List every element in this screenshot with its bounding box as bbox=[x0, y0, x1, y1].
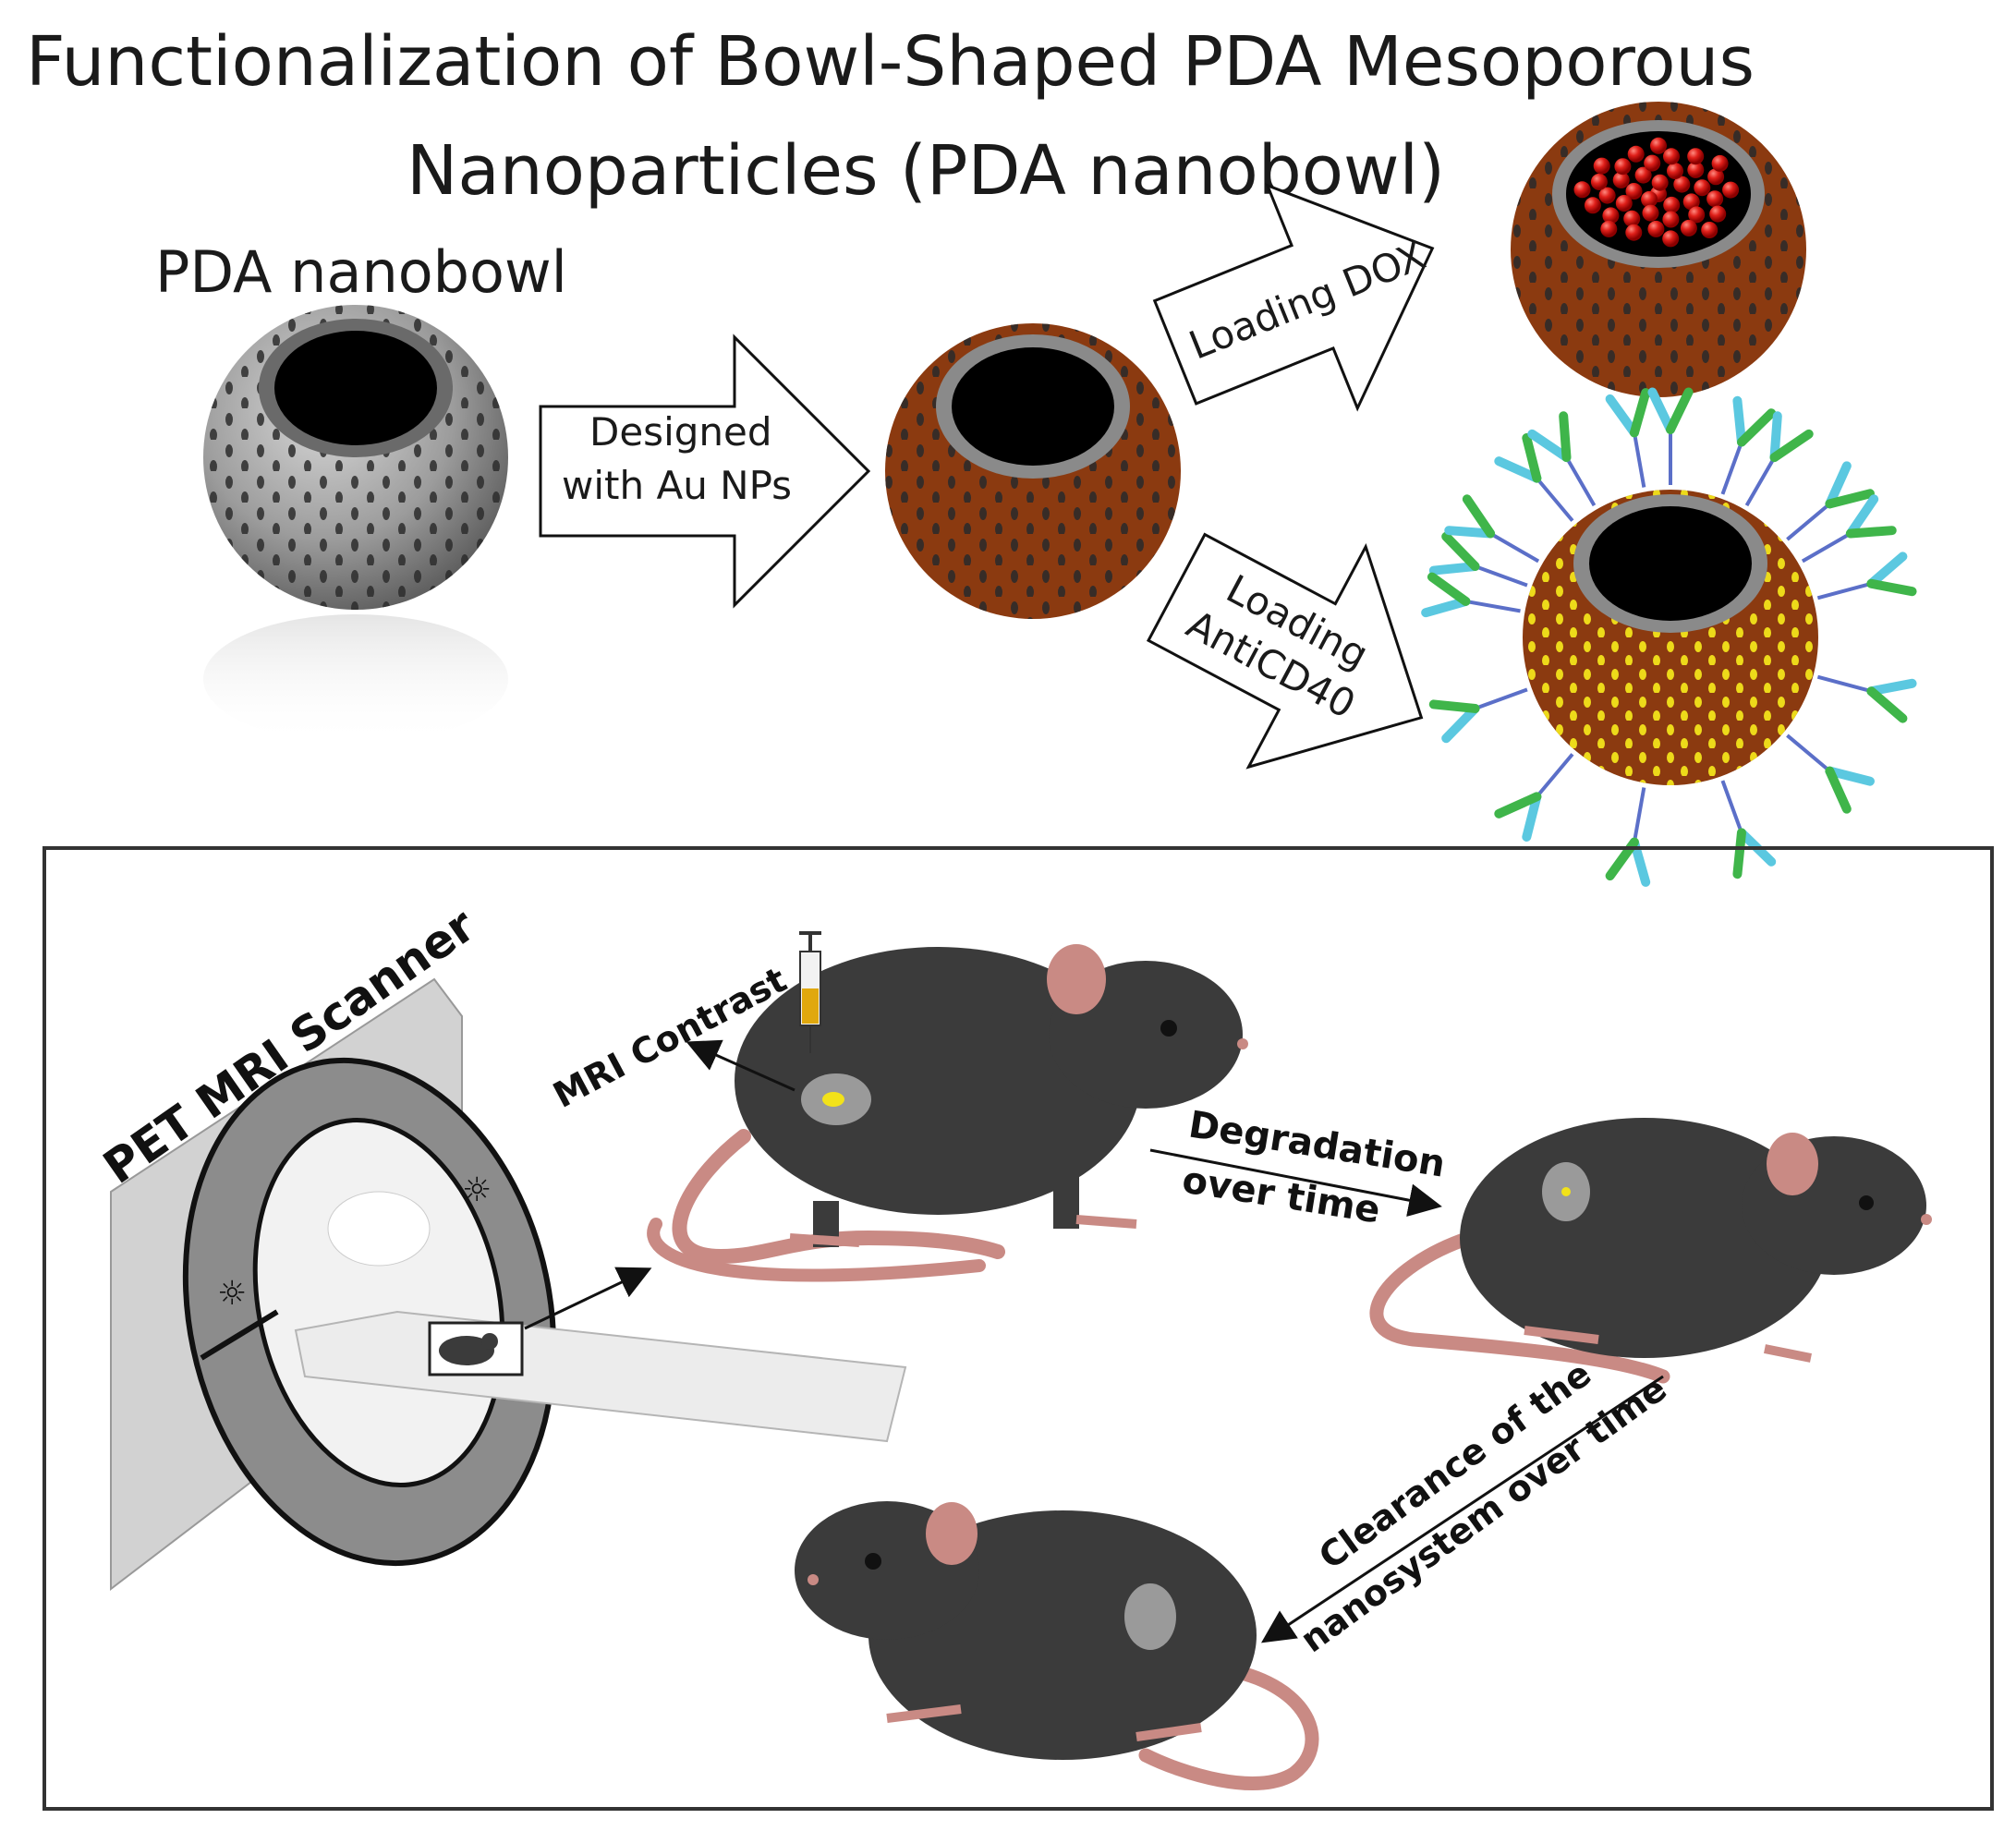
scanner-light-icon-2: ☼ bbox=[462, 1171, 492, 1209]
dox-molecule bbox=[1573, 181, 1591, 199]
degradation-arrow bbox=[1149, 1148, 1442, 1217]
arrow-loading-anticd40: Loading AntiCD40 bbox=[1146, 532, 1424, 770]
pet-mri-scanner-icon: ☼ ☼ bbox=[110, 977, 907, 1592]
dox-molecule bbox=[1687, 161, 1705, 178]
dox-molecule bbox=[1706, 190, 1724, 208]
mouse-clearance-icon bbox=[795, 1501, 1319, 1790]
arrow-designed-au: Designed with Au NPs bbox=[539, 333, 871, 609]
dox-molecule bbox=[1644, 154, 1661, 172]
pda-nanobowl-au-brown-icon bbox=[885, 323, 1181, 619]
dox-molecule bbox=[1680, 219, 1697, 236]
dox-molecule bbox=[1647, 220, 1665, 237]
antibody-icon bbox=[1647, 387, 1694, 485]
dox-molecule bbox=[1590, 173, 1608, 190]
antibody-icon bbox=[1428, 531, 1528, 588]
dox-molecule bbox=[1662, 230, 1680, 248]
antibody-icon bbox=[1816, 674, 1917, 723]
dox-molecule bbox=[1688, 206, 1706, 224]
dox-molecule bbox=[1662, 211, 1680, 228]
antibody-icon bbox=[1494, 433, 1574, 522]
mouse-degradation-icon bbox=[1369, 1118, 1932, 1384]
pda-nanobowl-gray-icon bbox=[203, 305, 508, 744]
dox-molecule bbox=[1701, 222, 1718, 238]
antibody-icon bbox=[1444, 494, 1540, 564]
dox-molecule bbox=[1641, 190, 1658, 208]
pda-nanobowl-anticd40-icon bbox=[1421, 387, 1917, 887]
dox-molecule bbox=[1709, 205, 1727, 223]
arrow-designed-line2: with Au NPs bbox=[562, 463, 792, 508]
arrow-designed-line1: Designed bbox=[589, 409, 772, 455]
dox-molecule bbox=[1650, 137, 1667, 154]
mri-contrast-pointer bbox=[686, 1039, 795, 1092]
dox-molecule bbox=[1651, 174, 1669, 191]
dox-molecule bbox=[1634, 166, 1652, 184]
antibody-icon bbox=[1605, 787, 1651, 887]
dox-molecule bbox=[1663, 196, 1681, 213]
dox-molecule bbox=[1600, 220, 1618, 237]
dox-molecule bbox=[1623, 210, 1641, 227]
antibody-icon bbox=[1744, 411, 1814, 507]
antibody-icon bbox=[1605, 388, 1651, 488]
dox-molecule bbox=[1625, 183, 1643, 200]
dox-molecule bbox=[1711, 154, 1729, 172]
antibody-icon bbox=[1421, 572, 1521, 618]
antibody-icon bbox=[1816, 552, 1917, 600]
dox-molecule bbox=[1663, 148, 1680, 165]
antibody-icon bbox=[1527, 411, 1597, 507]
dox-molecules bbox=[1573, 137, 1740, 248]
dox-molecule bbox=[1682, 193, 1700, 211]
dox-molecule bbox=[1602, 207, 1620, 224]
scanner-light-icon: ☼ bbox=[217, 1275, 247, 1313]
in-vivo-panel bbox=[43, 846, 1994, 1811]
antibody-icon bbox=[1720, 780, 1777, 879]
pda-nanobowl-dox-icon bbox=[1511, 102, 1806, 397]
dox-molecule bbox=[1707, 168, 1725, 186]
dox-molecule bbox=[1584, 197, 1601, 214]
antibody-icon bbox=[1801, 494, 1897, 564]
dox-molecule bbox=[1627, 145, 1645, 163]
dox-molecule bbox=[1614, 158, 1632, 176]
antibody-icon bbox=[1428, 687, 1528, 744]
dox-molecule bbox=[1642, 204, 1659, 222]
dox-molecule bbox=[1687, 148, 1705, 165]
dox-molecule bbox=[1598, 187, 1616, 204]
dox-molecule bbox=[1612, 171, 1630, 188]
clearance-line2: nanosystem over time bbox=[1293, 1368, 1673, 1660]
antibody-icon bbox=[1494, 753, 1574, 842]
dox-molecule bbox=[1625, 224, 1643, 241]
antibody-molecules bbox=[1421, 387, 1917, 887]
dox-molecule bbox=[1694, 179, 1711, 197]
antibody-icon bbox=[1786, 461, 1875, 541]
dox-molecule bbox=[1722, 181, 1740, 199]
pda-nanobowl-label: PDA nanobowl bbox=[155, 238, 567, 306]
dox-molecule bbox=[1673, 176, 1691, 193]
antibody-icon bbox=[1720, 395, 1777, 495]
dox-molecule bbox=[1667, 163, 1683, 180]
antibody-icon bbox=[1786, 734, 1875, 814]
dox-molecule bbox=[1593, 157, 1610, 175]
mouse-injected-icon bbox=[647, 931, 1248, 1282]
title-line-1: Functionalization of Bowl-Shaped PDA Mes… bbox=[26, 22, 1755, 102]
dox-molecule bbox=[1615, 195, 1633, 212]
clearance-arrow bbox=[1260, 1375, 1664, 1643]
